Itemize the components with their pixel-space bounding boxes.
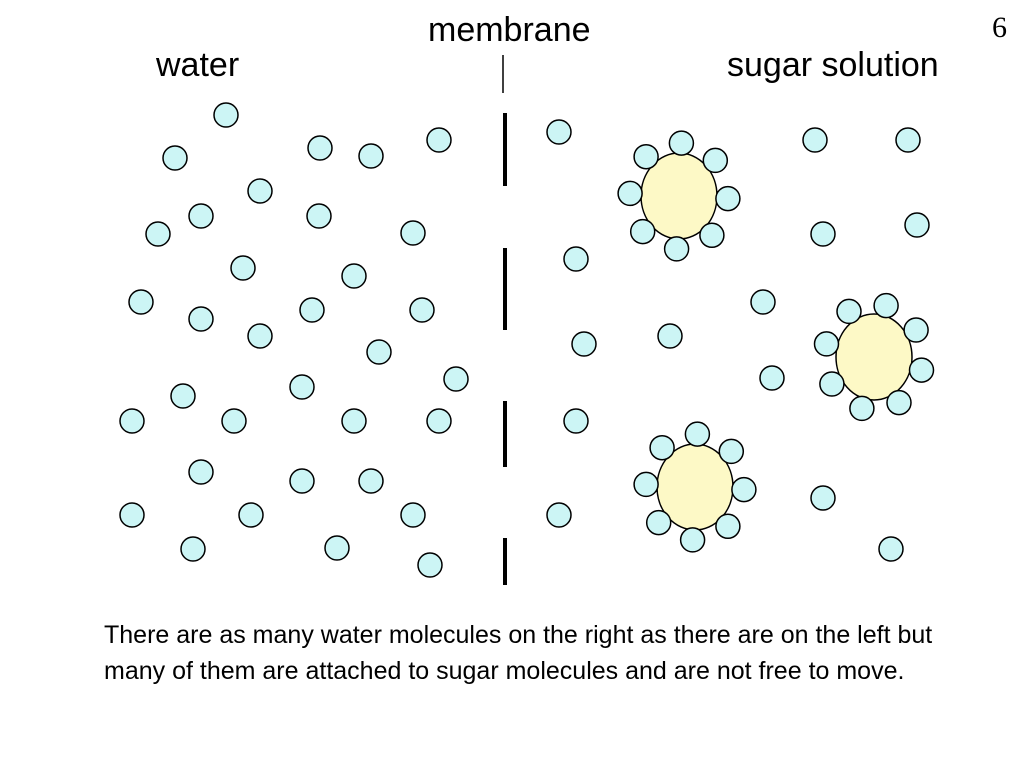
free-water-molecule <box>221 408 247 434</box>
caption: There are as many water molecules on the… <box>104 621 933 685</box>
free-water-molecule <box>546 502 572 528</box>
free-water-molecule <box>750 289 776 315</box>
bound-water-molecule <box>699 222 725 249</box>
bound-water-molecule <box>633 471 659 498</box>
free-water-molecule <box>358 468 384 494</box>
free-water-molecule <box>238 502 264 528</box>
free-water-molecule <box>306 203 332 229</box>
bound-water-molecule <box>873 292 899 319</box>
bound-water-molecule <box>715 185 741 212</box>
bound-water-molecule <box>731 476 757 503</box>
free-water-molecule <box>307 135 333 161</box>
free-water-molecule <box>400 502 426 528</box>
free-water-molecule <box>571 331 597 357</box>
sugar-molecule <box>835 313 913 401</box>
bound-water-molecule <box>617 180 643 207</box>
bound-water-molecule <box>886 389 912 416</box>
bound-water-molecule <box>836 298 862 325</box>
free-water-molecule <box>563 246 589 272</box>
free-water-molecule <box>289 374 315 400</box>
free-water-molecule <box>802 127 828 153</box>
sugar-molecules <box>617 130 935 553</box>
free-water-molecule <box>358 143 384 169</box>
bound-water-molecule <box>908 357 935 383</box>
bound-water-molecule <box>702 147 729 174</box>
free-water-molecule <box>324 535 350 561</box>
bound-water-molecule <box>668 130 695 156</box>
right-water-molecules <box>546 119 930 562</box>
free-water-molecule <box>145 221 171 247</box>
bound-water-molecule <box>645 509 672 536</box>
free-water-molecule <box>188 459 214 485</box>
free-water-molecule <box>366 339 392 365</box>
free-water-molecule <box>426 127 452 153</box>
free-water-molecule <box>188 203 214 229</box>
bound-water-molecule <box>903 317 929 343</box>
free-water-molecule <box>895 127 921 153</box>
free-water-molecule <box>180 536 206 562</box>
free-water-molecule <box>400 220 426 246</box>
free-water-molecule <box>213 102 239 128</box>
bound-water-molecule <box>819 371 845 397</box>
free-water-molecule <box>247 323 273 349</box>
membrane <box>502 55 507 585</box>
free-water-molecule <box>119 502 145 528</box>
bound-water-molecule <box>629 218 656 245</box>
free-water-molecule <box>810 485 836 511</box>
water-label: water <box>156 46 240 84</box>
free-water-molecule <box>417 552 443 578</box>
free-water-molecule <box>563 408 589 434</box>
free-water-molecule <box>341 263 367 289</box>
free-water-molecule <box>657 323 683 349</box>
free-water-molecule <box>188 306 214 332</box>
free-water-molecule <box>162 145 188 171</box>
free-water-molecule <box>878 536 904 562</box>
free-water-molecule <box>904 212 930 238</box>
bound-water-molecule <box>679 527 706 553</box>
bound-water-molecule <box>715 513 741 540</box>
free-water-molecule <box>170 383 196 409</box>
left-water-molecules <box>119 102 469 578</box>
free-water-molecule <box>289 468 315 494</box>
bound-water-molecule <box>684 421 711 447</box>
free-water-molecule <box>247 178 273 204</box>
free-water-molecule <box>341 408 367 434</box>
free-water-molecule <box>426 408 452 434</box>
membrane-label: membrane <box>428 11 591 49</box>
free-water-molecule <box>119 408 145 434</box>
slide-number: 6 <box>992 11 1007 44</box>
free-water-molecule <box>443 366 469 392</box>
sugar-cluster <box>617 130 741 262</box>
free-water-molecule <box>230 255 256 281</box>
bound-water-molecule <box>663 236 690 262</box>
free-water-molecule <box>759 365 785 391</box>
sugar-solution-label: sugar solution <box>727 46 939 84</box>
free-water-molecule <box>128 289 154 315</box>
free-water-molecule <box>299 297 325 323</box>
bound-water-molecule <box>633 143 659 170</box>
bound-water-molecule <box>649 434 675 461</box>
bound-water-molecule <box>813 331 840 357</box>
free-water-molecule <box>810 221 836 247</box>
free-water-molecule <box>409 297 435 323</box>
sugar-cluster <box>813 292 935 422</box>
bound-water-molecule <box>849 395 875 422</box>
sugar-cluster <box>633 421 757 553</box>
free-water-molecule <box>546 119 572 145</box>
bound-water-molecule <box>718 438 745 465</box>
